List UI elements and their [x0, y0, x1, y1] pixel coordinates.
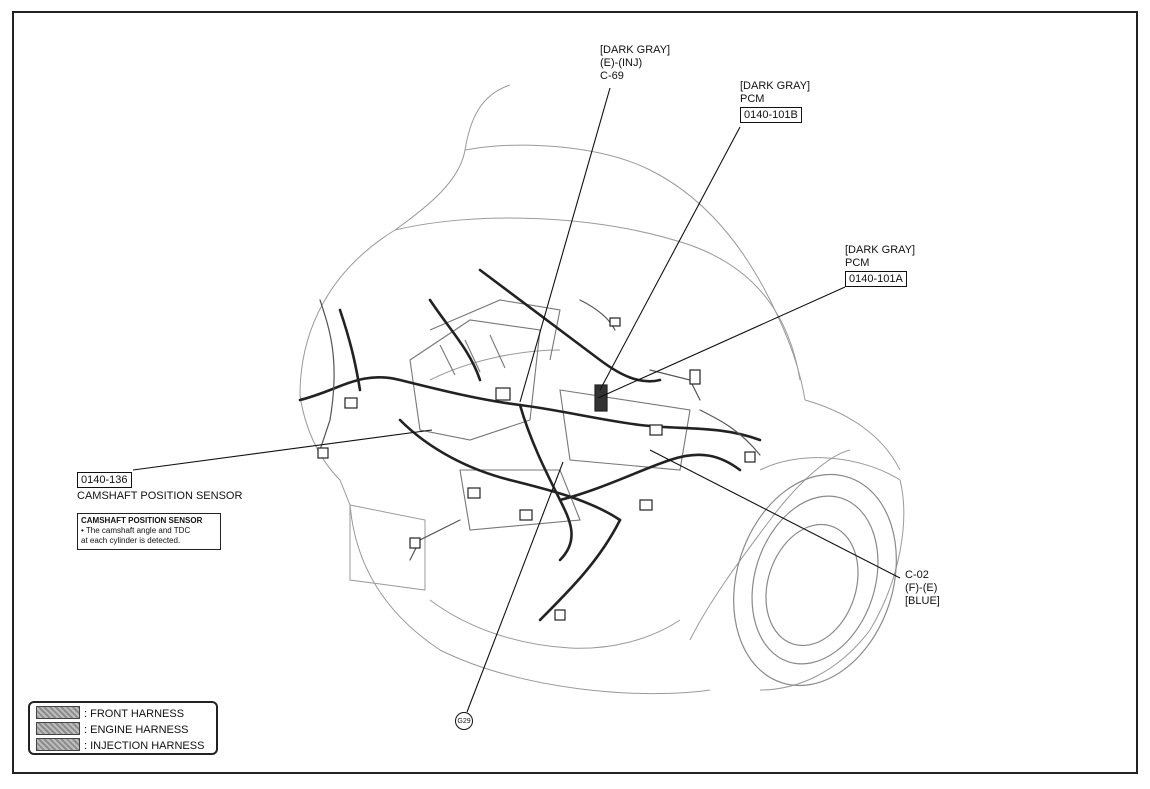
legend-label-front: : FRONT HARNESS [84, 708, 185, 720]
c02-line3: [BLUE] [905, 595, 940, 607]
legend-label-engine: : ENGINE HARNESS [84, 724, 189, 736]
c69-line3: C-69 [600, 70, 624, 82]
cam-name: CAMSHAFT POSITION SENSOR [77, 490, 243, 502]
legend-item-injection: : INJECTION HARNESS [36, 738, 204, 752]
legend-item-front: : FRONT HARNESS [36, 706, 184, 720]
c02-line1: C-02 [905, 569, 929, 581]
camshaft-sensor-note: CAMSHAFT POSITION SENSOR • The camshaft … [77, 513, 221, 550]
callout-camshaft-sensor: 0140-136 CAMSHAFT POSITION SENSOR [77, 471, 242, 503]
callout-pcm-a: [DARK GRAY] PCM 0140-101A [845, 244, 915, 287]
pcm-a-name: PCM [845, 257, 870, 269]
injection-harness-swatch [36, 738, 80, 751]
pcm-a-code: 0140-101A [845, 271, 907, 287]
ground-point-g29: G29 [455, 712, 473, 730]
c69-line2: (E)-(INJ) [600, 57, 643, 69]
cam-code: 0140-136 [77, 472, 132, 488]
legend-item-engine: : ENGINE HARNESS [36, 722, 189, 736]
pcm-b-code: 0140-101B [740, 107, 802, 123]
pcm-a-color: [DARK GRAY] [845, 244, 916, 256]
callout-pcm-b: [DARK GRAY] PCM 0140-101B [740, 80, 810, 123]
note-title: CAMSHAFT POSITION SENSOR [81, 516, 203, 525]
diagram-frame [12, 11, 1138, 774]
c02-line2: (F)-(E) [905, 582, 938, 594]
engine-harness-swatch [36, 722, 80, 735]
callout-c69: [DARK GRAY] (E)-(INJ) C-69 [600, 44, 670, 83]
pcm-b-name: PCM [740, 93, 765, 105]
c69-color: [DARK GRAY] [600, 44, 671, 56]
note-line-2: at each cylinder is detected. [81, 536, 181, 545]
callout-c02: C-02 (F)-(E) [BLUE] [905, 569, 940, 608]
legend-label-injection: : INJECTION HARNESS [84, 740, 205, 752]
pcm-b-color: [DARK GRAY] [740, 80, 811, 92]
front-harness-swatch [36, 706, 80, 719]
note-line-1: • The camshaft angle and TDC [81, 526, 191, 535]
harness-legend: : FRONT HARNESS : ENGINE HARNESS : INJEC… [28, 701, 218, 755]
